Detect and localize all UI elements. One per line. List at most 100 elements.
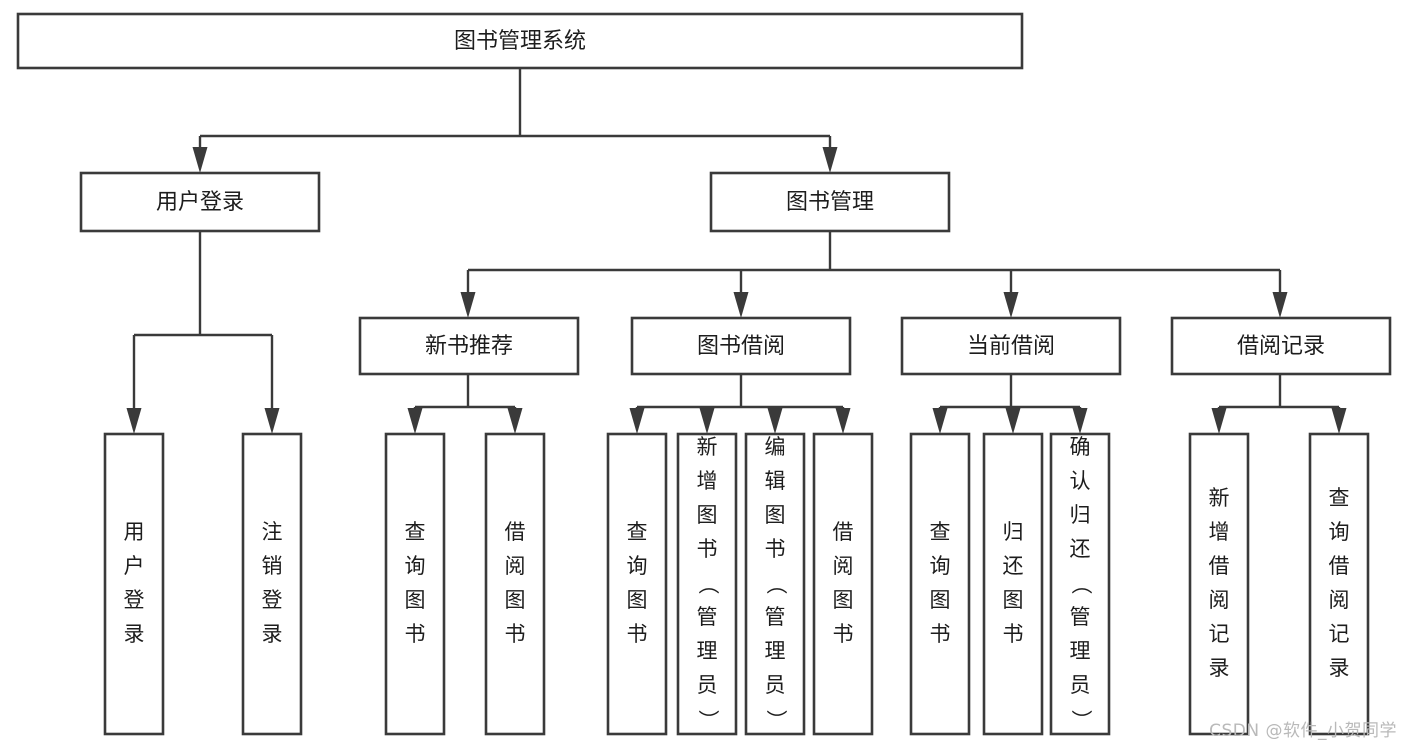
- node-label-char: 书: [1003, 622, 1024, 646]
- node-box[interactable]: [1308, 432, 1370, 736]
- connector-arrowhead: [1003, 292, 1019, 318]
- node-box[interactable]: [676, 432, 738, 736]
- node-label-char: 图: [697, 503, 718, 527]
- node-newbook[interactable]: 新书推荐: [358, 316, 580, 376]
- connector-arrowhead: [733, 292, 749, 318]
- node-label-char: 归: [1003, 520, 1024, 544]
- node-login[interactable]: 用户登录: [79, 171, 321, 233]
- node-label: 用户登录: [156, 190, 244, 215]
- node-label-char: 录: [124, 622, 145, 646]
- connector-arrowhead: [1331, 408, 1347, 434]
- node-box[interactable]: [1188, 432, 1250, 736]
- node-label-char: 阅: [505, 554, 526, 578]
- connector-login: [126, 231, 280, 434]
- node-box[interactable]: [812, 432, 874, 736]
- node-box[interactable]: [241, 432, 303, 736]
- node-label: 新书推荐: [425, 334, 513, 359]
- node-label: 当前借阅: [967, 334, 1055, 359]
- node-borrow[interactable]: 图书借阅: [630, 316, 852, 376]
- node-box[interactable]: [1049, 432, 1111, 736]
- node-box[interactable]: [909, 432, 971, 736]
- node-label-char: 阅: [1209, 588, 1230, 612]
- node-label-char: 书: [697, 537, 718, 561]
- node-label-char: 询: [930, 554, 951, 578]
- node-box[interactable]: [630, 316, 852, 376]
- node-label-char: 查: [1329, 486, 1350, 510]
- node-label-char: 阅: [833, 554, 854, 578]
- node-records[interactable]: 借阅记录: [1170, 316, 1392, 376]
- node-label-char: 图: [405, 588, 426, 612]
- connector-arrowhead: [1005, 408, 1021, 434]
- node-label-char: 登: [124, 588, 145, 612]
- node-label-char: 图: [627, 588, 648, 612]
- node-label-char: ）: [764, 710, 788, 731]
- node-label-char: 增: [697, 469, 718, 493]
- node-label-char: 图: [505, 588, 526, 612]
- node-label-char: 注: [262, 520, 283, 544]
- node-box[interactable]: [606, 432, 668, 736]
- node-box[interactable]: [79, 171, 321, 233]
- node-label-char: 询: [405, 554, 426, 578]
- node-box[interactable]: [982, 432, 1044, 736]
- node-label-char: 书: [930, 622, 951, 646]
- node-box[interactable]: [900, 316, 1122, 376]
- node-box[interactable]: [358, 316, 580, 376]
- connector-newbook: [407, 374, 523, 434]
- node-label-char: 借: [1329, 554, 1350, 578]
- connector-borrow: [629, 374, 851, 434]
- node-bookmgmt[interactable]: 图书管理: [709, 171, 951, 233]
- node-current[interactable]: 当前借阅: [900, 316, 1122, 376]
- node-box[interactable]: [1170, 316, 1392, 376]
- node-box[interactable]: [744, 432, 806, 736]
- node-label-char: 新: [1209, 486, 1230, 510]
- node-label-char: 管: [697, 605, 718, 629]
- node-root[interactable]: 图书管理系统: [16, 12, 1024, 70]
- node-label-char: 查: [930, 520, 951, 544]
- connector-arrowhead: [264, 408, 280, 434]
- connector-arrowhead: [629, 408, 645, 434]
- node-label-char: 书: [833, 622, 854, 646]
- node-box[interactable]: [16, 12, 1024, 70]
- node-box[interactable]: [384, 432, 446, 736]
- node-box[interactable]: [484, 432, 546, 736]
- node-label-char: 录: [262, 622, 283, 646]
- node-leaf-user-login[interactable]: 用户登录: [103, 432, 165, 736]
- node-label-char: 编: [765, 435, 786, 459]
- node-label-char: ）: [696, 710, 720, 731]
- node-label-char: 理: [697, 639, 718, 663]
- node-box[interactable]: [709, 171, 951, 233]
- node-label-char: 增: [1209, 520, 1230, 544]
- node-label-char: 用: [124, 520, 145, 544]
- node-label: 图书管理: [786, 190, 874, 215]
- connector-arrowhead: [932, 408, 948, 434]
- node-label-char: 理: [1070, 639, 1091, 663]
- node-label-char: 图: [765, 503, 786, 527]
- node-label-char: 书: [627, 622, 648, 646]
- node-box[interactable]: [103, 432, 165, 736]
- connector-arrowhead: [767, 408, 783, 434]
- node-label-char: 询: [1329, 520, 1350, 544]
- node-label-char: 书: [505, 622, 526, 646]
- connector-arrowhead: [126, 408, 142, 434]
- node-label-char: 登: [262, 588, 283, 612]
